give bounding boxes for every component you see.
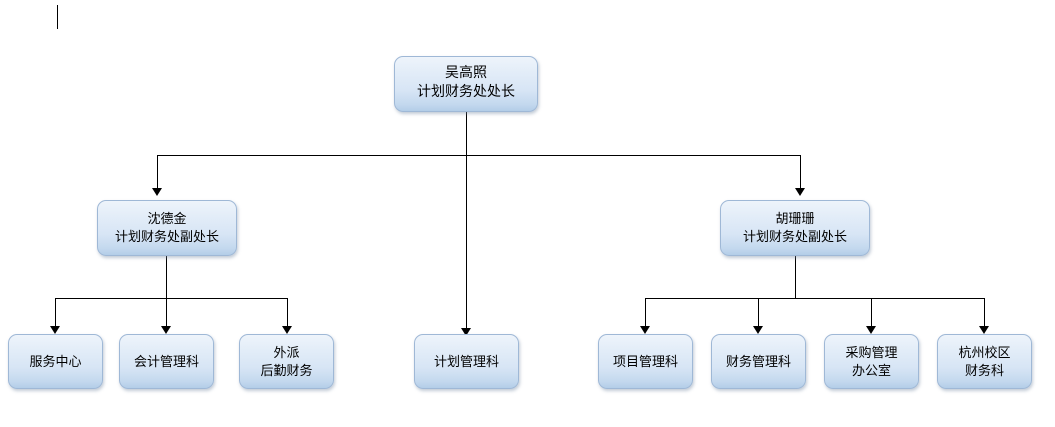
connector-top-bus (157, 155, 800, 156)
connector-to-left-deputy (157, 155, 158, 188)
node-unit-accounting-line1: 会计管理科 (133, 353, 199, 369)
node-unit-outsourced-logistics-line1: 外派 (273, 344, 300, 360)
arrow-right-child-3 (866, 326, 876, 334)
arrow-left-child-3 (282, 326, 292, 334)
arrow-right-child-1 (640, 326, 650, 334)
node-unit-project-line1: 项目管理科 (612, 353, 678, 369)
arrow-right-child-2 (753, 326, 763, 334)
connector-left-bus (55, 298, 287, 299)
arrow-right-child-4 (979, 326, 989, 334)
node-deputy-right-name: 胡珊珊 (775, 211, 815, 227)
connector-right-deputy-stem (795, 256, 796, 298)
node-unit-service-center-line1: 服务中心 (29, 353, 82, 369)
node-deputy-left-name: 沈德金 (147, 211, 187, 227)
connector-root-stem (466, 112, 467, 155)
connector-right-child-4 (984, 298, 985, 326)
connector-right-bus (645, 298, 984, 299)
node-unit-procurement-office-line2: 办公室 (851, 362, 891, 378)
node-unit-outsourced-logistics-line2: 后勤财务 (260, 362, 313, 378)
connector-left-child-1 (55, 298, 56, 326)
node-deputy-right[interactable]: 胡珊珊 计划财务处副处长 (720, 200, 870, 256)
connector-to-right-deputy (800, 155, 801, 188)
node-root-name: 吴高照 (445, 66, 487, 82)
node-unit-procurement-office-line1: 采购管理 (845, 344, 898, 360)
node-unit-planning-line1: 计划管理科 (433, 353, 499, 369)
node-unit-finance-line1: 财务管理科 (725, 353, 791, 369)
node-deputy-right-title: 计划财务处副处长 (742, 229, 847, 244)
connector-right-child-3 (871, 298, 872, 326)
text-caret (57, 5, 58, 29)
node-unit-hangzhou-campus-finance-line1: 杭州校区 (958, 344, 1011, 360)
node-unit-planning[interactable]: 计划管理科 (414, 334, 519, 389)
node-unit-procurement-office[interactable]: 采购管理 办公室 (824, 334, 919, 389)
arrow-right-deputy (795, 188, 805, 196)
arrow-left-child-1 (50, 326, 60, 334)
node-unit-hangzhou-campus-finance-line2: 财务科 (964, 362, 1004, 378)
arrow-center-unit (461, 328, 471, 336)
node-deputy-left[interactable]: 沈德金 计划财务处副处长 (97, 200, 237, 256)
connector-left-deputy-stem (166, 256, 167, 298)
node-unit-accounting[interactable]: 会计管理科 (119, 334, 214, 389)
connector-left-child-3 (287, 298, 288, 326)
node-deputy-left-title: 计划财务处副处长 (114, 229, 219, 244)
connector-right-child-1 (645, 298, 646, 326)
node-unit-hangzhou-campus-finance[interactable]: 杭州校区 财务科 (937, 334, 1032, 389)
node-unit-project[interactable]: 项目管理科 (598, 334, 693, 389)
connector-center-stem (466, 155, 467, 328)
node-unit-service-center[interactable]: 服务中心 (8, 334, 103, 389)
arrow-left-deputy (152, 188, 162, 196)
connector-left-child-2 (166, 298, 167, 326)
node-root-title: 计划财务处处长 (417, 85, 515, 100)
connector-right-child-2 (758, 298, 759, 326)
arrow-left-child-2 (161, 326, 171, 334)
node-root[interactable]: 吴高照 计划财务处处长 (394, 56, 538, 112)
node-unit-finance[interactable]: 财务管理科 (711, 334, 806, 389)
node-unit-outsourced-logistics[interactable]: 外派 后勤财务 (239, 334, 334, 389)
